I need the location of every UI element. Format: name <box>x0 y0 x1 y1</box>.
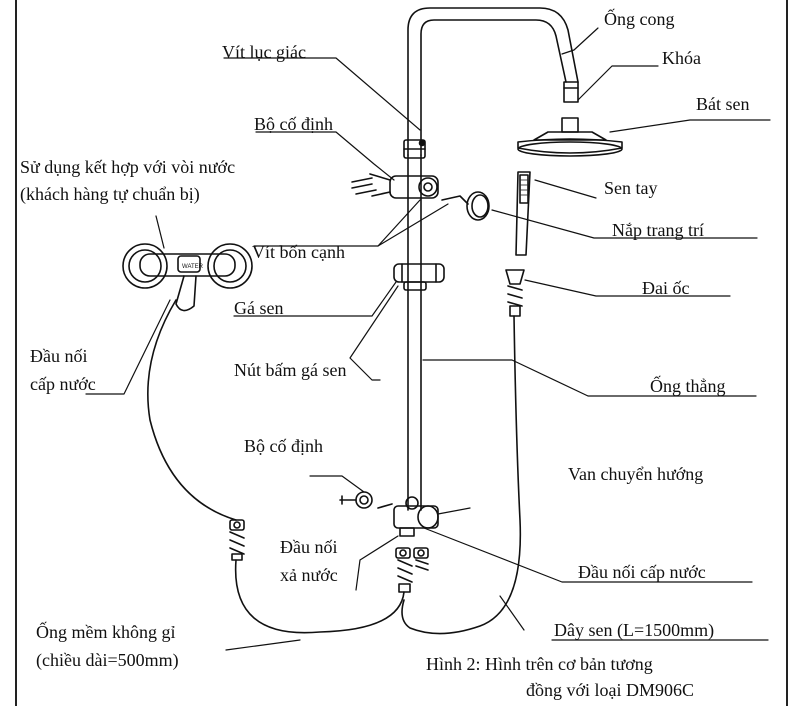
label-vit-bon-canh: Vít bốn cạnh <box>252 242 345 262</box>
shower-hose <box>401 315 522 635</box>
hex-screw-dot <box>418 139 426 147</box>
svg-text:WATER: WATER <box>182 264 204 270</box>
shower-slider <box>393 263 445 291</box>
right-frame-line <box>786 0 788 706</box>
label-ong-mem-1: Ống mềm không gỉ <box>36 622 176 642</box>
left-hose-end <box>229 519 245 561</box>
label-dau-noi-cap-nuoc-right: Đầu nối cấp nước <box>578 562 706 582</box>
hose-nut <box>505 269 525 317</box>
caption-line2: đồng với loại DM906C <box>526 680 695 700</box>
label-su-dung-line2: (khách hàng tự chuẩn bị) <box>20 184 200 204</box>
label-bat-sen: Bát sen <box>696 94 750 114</box>
left-frame-line <box>15 0 17 706</box>
label-su-dung-line1: Sử dụng kết hợp với vòi nước <box>20 157 236 177</box>
label-nut-bam-ga-sen: Nút bấm gá sen <box>234 360 347 380</box>
label-ong-cong: Ống cong <box>604 9 675 29</box>
label-dau-noi-xa-nuoc-1: Đầu nối <box>280 537 338 557</box>
label-dau-noi-xa-nuoc-2: xả nước <box>280 565 338 585</box>
label-day-sen: Dây sen (L=1500mm) <box>554 620 715 640</box>
label-dai-oc: Đai ốc <box>642 278 690 298</box>
bottom-fixing-bracket <box>339 491 393 509</box>
label-nap-trang-tri: Nắp trang trí <box>612 220 704 240</box>
label-dau-noi-cap-nuoc-left-1: Đầu nối <box>30 346 88 366</box>
faucet-to-hose-curve <box>147 299 237 521</box>
shower-head <box>517 117 623 157</box>
inlet-connectors <box>395 547 429 593</box>
label-ong-thang: Ống thẳng <box>650 376 726 396</box>
label-dau-noi-cap-nuoc-left-2: cấp nước <box>30 374 96 394</box>
label-ga-sen: Gá sen <box>234 298 284 318</box>
label-khoa: Khóa <box>662 48 701 68</box>
label-bo-co-dinh-top: Bộ cố định <box>254 114 333 134</box>
label-vit-luc-giac: Vít lục giác <box>222 42 306 62</box>
label-van-chuyen-huong: Van chuyển hướng <box>568 464 704 484</box>
curved-pipe <box>403 7 579 159</box>
stainless-hose <box>234 559 405 634</box>
hand-shower <box>515 171 531 256</box>
label-sen-tay: Sen tay <box>604 178 658 198</box>
label-ong-mem-2: (chiều dài=500mm) <box>36 650 179 670</box>
leader-lines <box>85 27 771 651</box>
straight-pipe <box>407 154 422 511</box>
label-bo-co-dinh-bottom: Bộ cố định <box>244 436 323 456</box>
decorative-cap <box>466 191 490 221</box>
top-fixing-bracket <box>351 173 469 205</box>
lock-nut <box>563 81 579 103</box>
caption-line1: Hình 2: Hình trên cơ bản tương <box>426 654 653 674</box>
diverter-valve <box>393 496 439 537</box>
wall-faucet: WATER <box>122 243 253 312</box>
